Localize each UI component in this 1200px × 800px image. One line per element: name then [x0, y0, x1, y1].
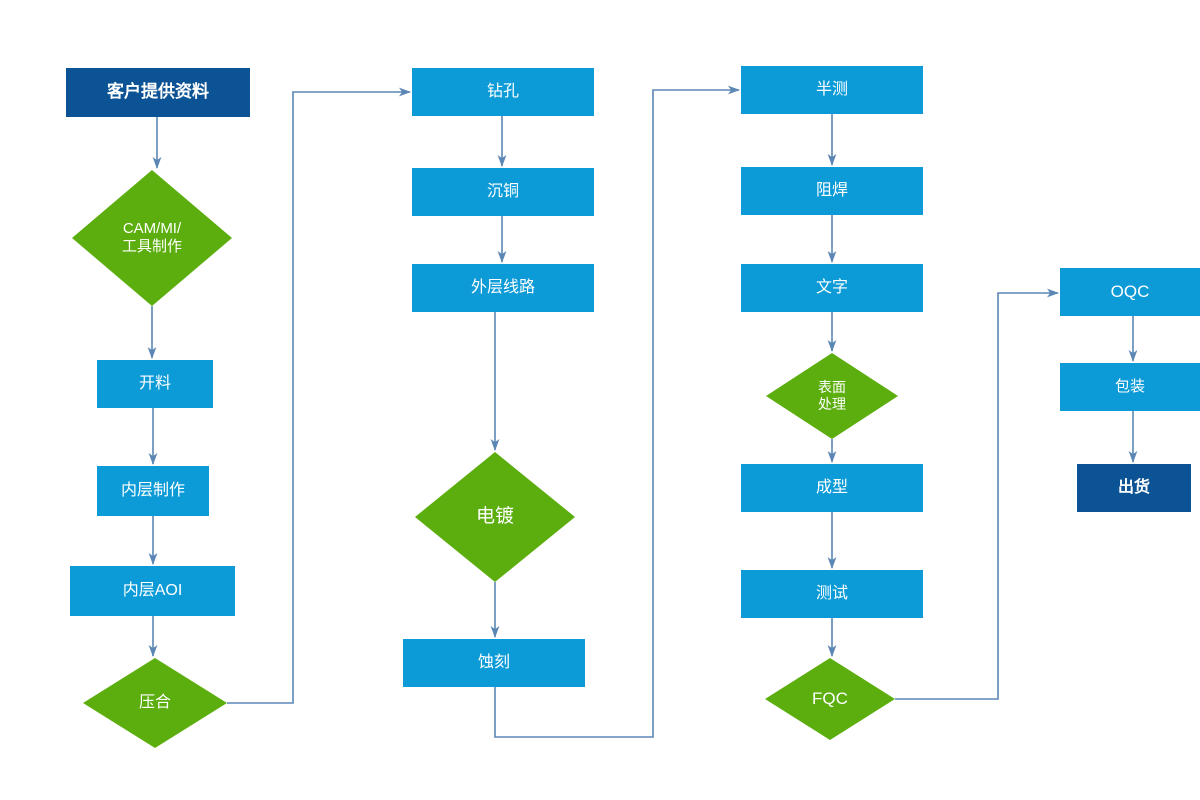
- diamond-shape: [83, 658, 227, 748]
- node-etching[interactable]: 蚀刻: [403, 639, 585, 687]
- diamond-shape: [765, 658, 895, 740]
- node-drilling[interactable]: 钻孔: [412, 68, 594, 116]
- node-label: 出货: [1117, 479, 1150, 497]
- diamond-shape: [72, 170, 232, 306]
- node-label: 沉铜: [486, 183, 519, 201]
- node-half-test[interactable]: 半测: [741, 66, 923, 114]
- node-label: 开料: [138, 375, 171, 393]
- node-electrical-test[interactable]: 测试: [741, 570, 923, 618]
- node-label: 外层线路: [470, 279, 535, 297]
- node-label: 包装: [1114, 377, 1145, 395]
- node-shipment[interactable]: 出货: [1077, 464, 1191, 512]
- node-oqc[interactable]: OQC: [1060, 268, 1200, 316]
- diamond-shape: [766, 353, 898, 439]
- node-label: 钻孔: [486, 83, 519, 101]
- node-cam-mi-tooling[interactable]: CAM/MI/ 工具制作: [72, 170, 232, 306]
- node-label: 文字: [815, 279, 848, 297]
- diamond-shape: [415, 452, 575, 582]
- node-label: 内层AOI: [122, 582, 183, 600]
- node-label: 测试: [815, 585, 848, 603]
- edge-e6: [227, 87, 411, 704]
- node-customer-data[interactable]: 客户提供资料: [66, 68, 250, 117]
- node-inner-layer-production[interactable]: 内层制作: [97, 466, 209, 516]
- node-fqc[interactable]: FQC: [765, 658, 895, 740]
- node-legend-printing[interactable]: 文字: [741, 264, 923, 312]
- node-inner-layer-aoi[interactable]: 内层AOI: [70, 566, 235, 616]
- node-copper-deposition[interactable]: 沉铜: [412, 168, 594, 216]
- node-electroplating[interactable]: 电镀: [415, 452, 575, 582]
- node-profiling[interactable]: 成型: [741, 464, 923, 512]
- node-outer-layer-circuit[interactable]: 外层线路: [412, 264, 594, 312]
- node-solder-mask[interactable]: 阻焊: [741, 167, 923, 215]
- node-cutting[interactable]: 开料: [97, 360, 213, 408]
- node-label: OQC: [1110, 281, 1150, 301]
- node-surface-finish[interactable]: 表面 处理: [766, 353, 898, 439]
- node-label: 成型: [815, 479, 848, 497]
- node-label: 半测: [815, 81, 848, 99]
- node-packaging[interactable]: 包装: [1060, 363, 1200, 411]
- node-label: 客户提供资料: [107, 82, 209, 102]
- node-lamination[interactable]: 压合: [83, 658, 227, 748]
- node-label: 内层制作: [120, 482, 185, 500]
- node-label: 蚀刻: [477, 654, 510, 672]
- node-label: 阻焊: [815, 182, 848, 200]
